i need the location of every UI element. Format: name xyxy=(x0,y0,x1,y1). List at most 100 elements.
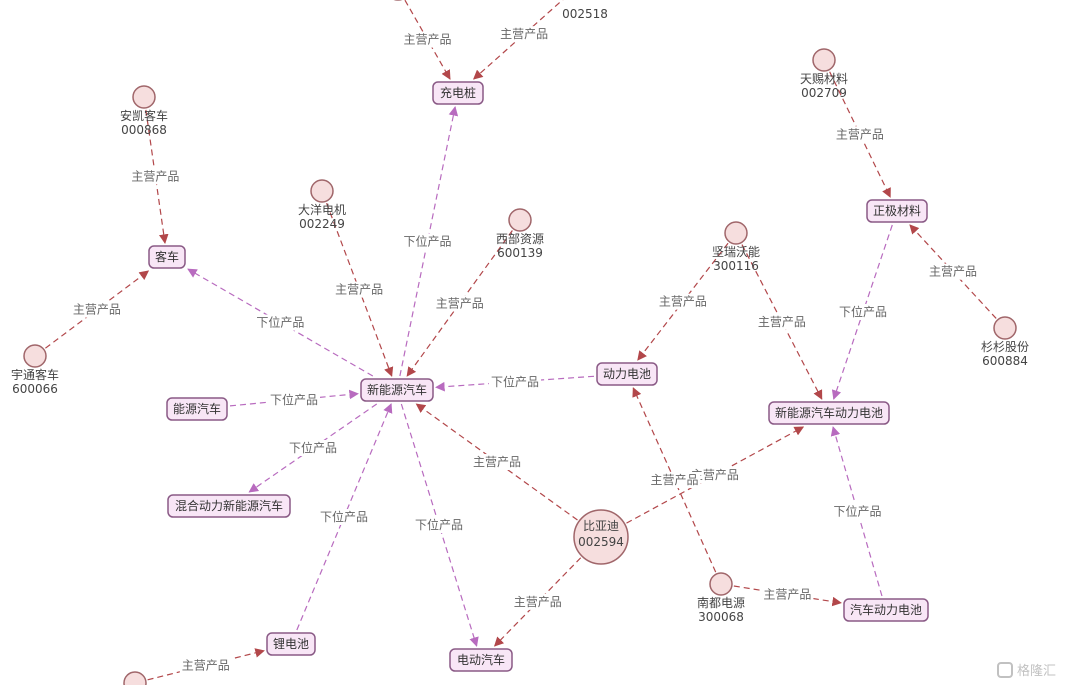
edge-label-background xyxy=(755,313,808,330)
edge-label: 下位产品 xyxy=(413,517,465,533)
edge-label-text: 主营产品 xyxy=(763,587,811,601)
edge-label: 下位产品 xyxy=(318,509,370,525)
product-node-label: 混合动力新能源汽车 xyxy=(175,498,283,513)
product-node-box[interactable] xyxy=(866,199,928,223)
edge-label-text: 下位产品 xyxy=(256,315,304,330)
edge-label-text: 主营产品 xyxy=(500,27,548,41)
company-code: 300068 xyxy=(698,610,744,624)
company-node-circle[interactable] xyxy=(23,344,47,368)
edge-c_jianrui-p_xnydongli xyxy=(741,244,823,400)
edge-label-text: 主营产品 xyxy=(131,169,179,183)
edge-label-background xyxy=(413,517,465,533)
company-code: 002249 xyxy=(299,217,345,231)
edge-label-text: 下位产品 xyxy=(270,392,318,407)
company-node-circle[interactable] xyxy=(573,509,629,565)
company-node-circle[interactable] xyxy=(132,85,156,109)
edge-label-background xyxy=(688,467,741,484)
edge-labels-layer: 主营产品主营产品主营产品主营产品主营产品主营产品下位产品下位产品下位产品下位产品… xyxy=(70,26,980,674)
company-node-circle[interactable] xyxy=(310,179,334,203)
product-node-p_diandong[interactable]: 电动汽车 xyxy=(449,648,513,672)
edge-p_xinnengyuan-p_diandong xyxy=(400,403,479,647)
product-node-p_nengyuan[interactable]: 能源汽车 xyxy=(166,397,228,421)
edge-label: 主营产品 xyxy=(129,168,182,185)
company-node-circle[interactable] xyxy=(123,671,147,685)
edge-label: 主营产品 xyxy=(498,26,551,43)
product-node-box[interactable] xyxy=(449,648,513,672)
product-node-box[interactable] xyxy=(768,401,890,425)
edge-label: 主营产品 xyxy=(511,593,564,610)
product-node-p_dongli[interactable]: 动力电池 xyxy=(596,362,658,386)
edge-p_xinnengyuan-p_chongdianzhuang xyxy=(399,106,459,377)
product-node-label: 汽车动力电池 xyxy=(850,602,922,617)
edge-label: 下位产品 xyxy=(401,233,454,250)
product-node-p_xnydongli[interactable]: 新能源汽车动力电池 xyxy=(768,401,890,425)
product-node-box[interactable] xyxy=(167,494,291,518)
product-node-box[interactable] xyxy=(596,362,658,386)
product-node-label: 电动汽车 xyxy=(457,652,505,667)
edge-label-background xyxy=(511,593,564,610)
edge-label-text: 主营产品 xyxy=(691,468,739,482)
edge-label: 主营产品 xyxy=(648,472,701,489)
edge-label-background xyxy=(254,314,307,331)
watermark: 格隆汇 xyxy=(996,660,1056,679)
edge-label-background xyxy=(927,263,980,280)
product-node-box[interactable] xyxy=(148,245,186,269)
edge-label-background xyxy=(433,295,486,312)
product-node-p_chongdianzhuang[interactable]: 充电桩 xyxy=(432,81,484,105)
company-node-circle[interactable] xyxy=(993,316,1017,340)
edge-label: 主营产品 xyxy=(470,454,523,471)
edge-label-background xyxy=(761,586,814,603)
edge-label-background xyxy=(70,301,123,318)
product-node-box[interactable] xyxy=(843,598,929,622)
company-code: 000868 xyxy=(121,123,167,137)
edge-label: 主营产品 xyxy=(833,126,886,143)
product-node-p_keche[interactable]: 客车 xyxy=(148,245,186,269)
product-node-p_hunhe[interactable]: 混合动力新能源汽车 xyxy=(167,494,291,518)
edge-label: 主营产品 xyxy=(179,657,232,674)
edge-label: 下位产品 xyxy=(831,503,884,520)
edges-layer xyxy=(45,0,997,681)
edge-label-background xyxy=(498,26,551,43)
product-node-p_qiche[interactable]: 汽车动力电池 xyxy=(843,598,929,622)
edge-label-background xyxy=(648,472,701,489)
edge-label: 主营产品 xyxy=(433,295,486,312)
edge-label: 主营产品 xyxy=(70,301,123,318)
edge-label-background xyxy=(470,454,523,471)
edge-label-background xyxy=(833,126,886,143)
product-node-box[interactable] xyxy=(432,81,484,105)
company-code: 002594 xyxy=(578,535,624,549)
edge-label-text: 下位产品 xyxy=(415,517,463,532)
edge-label: 下位产品 xyxy=(489,373,541,390)
product-node-box[interactable] xyxy=(266,632,316,656)
edge-p_xinnengyuan-p_keche xyxy=(187,268,374,377)
company-node-circle[interactable] xyxy=(508,208,532,232)
edge-label-text: 主营产品 xyxy=(929,265,977,279)
company-node-circle[interactable] xyxy=(724,221,748,245)
company-node-circle[interactable] xyxy=(709,572,733,596)
edge-label-background xyxy=(287,440,339,456)
company-node-circle[interactable] xyxy=(812,48,836,72)
company-name: 大洋电机 xyxy=(298,202,346,217)
product-node-label: 新能源汽车 xyxy=(367,382,427,397)
product-node-box[interactable] xyxy=(360,378,434,402)
edge-label-text: 主营产品 xyxy=(659,295,707,309)
company-node-c_bottom[interactable] xyxy=(123,671,147,685)
edge-label-background xyxy=(179,657,232,674)
product-node-p_liduanchi[interactable]: 锂电池 xyxy=(266,632,316,656)
product-node-p_zhengji[interactable]: 正极材料 xyxy=(866,199,928,223)
edge-label-background xyxy=(333,281,386,298)
company-node-c_top2[interactable]: 002518 xyxy=(562,0,608,21)
edge-label: 主营产品 xyxy=(401,31,454,48)
product-node-p_xinnengyuan[interactable]: 新能源汽车 xyxy=(360,378,434,402)
product-node-box[interactable] xyxy=(166,397,228,421)
